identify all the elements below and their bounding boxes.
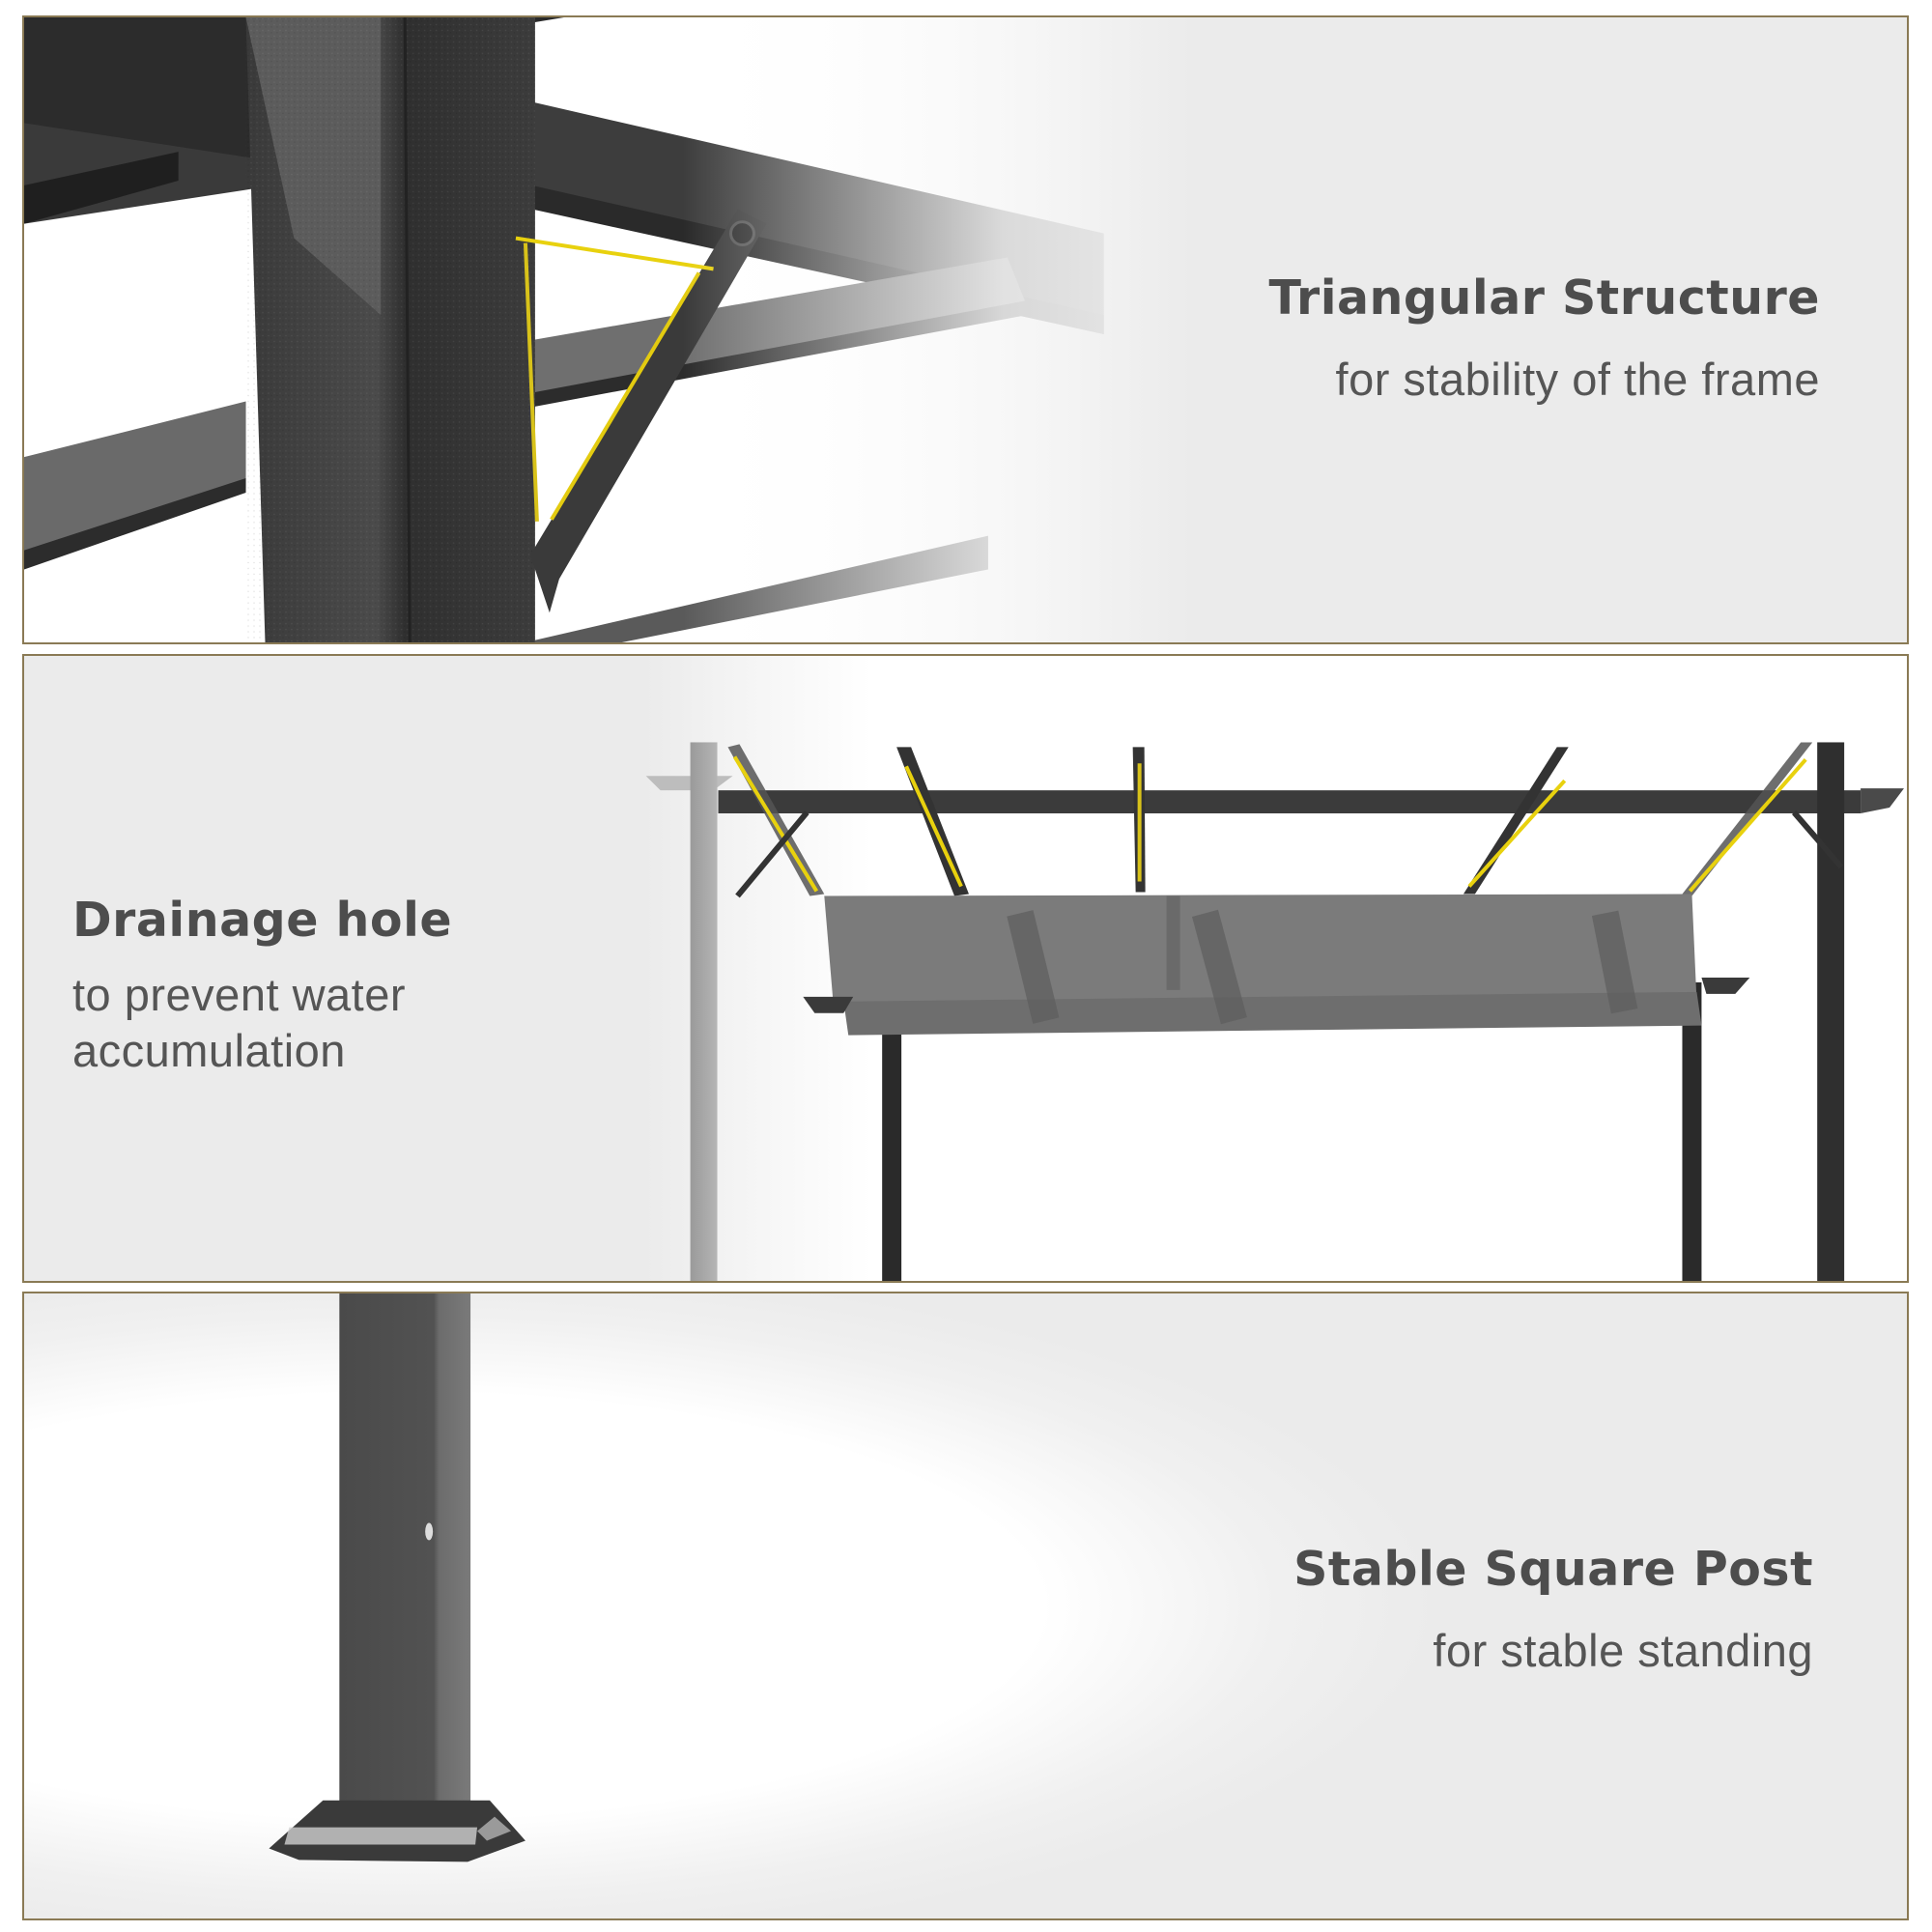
feature-text-stable-square-post: Stable Square Post for stable standing [1293,1542,1813,1677]
feature-subtitle: for stable standing [1433,1625,1813,1676]
feature-subtitle-line: accumulation [72,1025,346,1076]
square-post-image [24,1293,1907,1918]
feature-subtitle-line: to prevent water [72,969,407,1020]
feature-title: Drainage hole [72,893,453,948]
feature-subtitle: to prevent water accumulation [72,967,452,1079]
feature-text-triangular-structure: Triangular Structure for stability of th… [1268,270,1820,406]
feature-panel-stable-square-post: Stable Square Post for stable standing [22,1292,1909,1920]
feature-subtitle: for stability of the frame [1335,354,1820,405]
feature-panel-triangular-structure: Triangular Structure for stability of th… [22,15,1909,644]
feature-text-drainage-hole: Drainage hole to prevent water accumulat… [72,893,452,1079]
feature-panel-drainage-hole: Drainage hole to prevent water accumulat… [22,654,1909,1283]
feature-title: Triangular Structure [1268,270,1820,326]
pergola-canopy-image [24,656,1907,1281]
feature-title: Stable Square Post [1293,1542,1813,1597]
bracket-closeup-image [24,17,1907,642]
